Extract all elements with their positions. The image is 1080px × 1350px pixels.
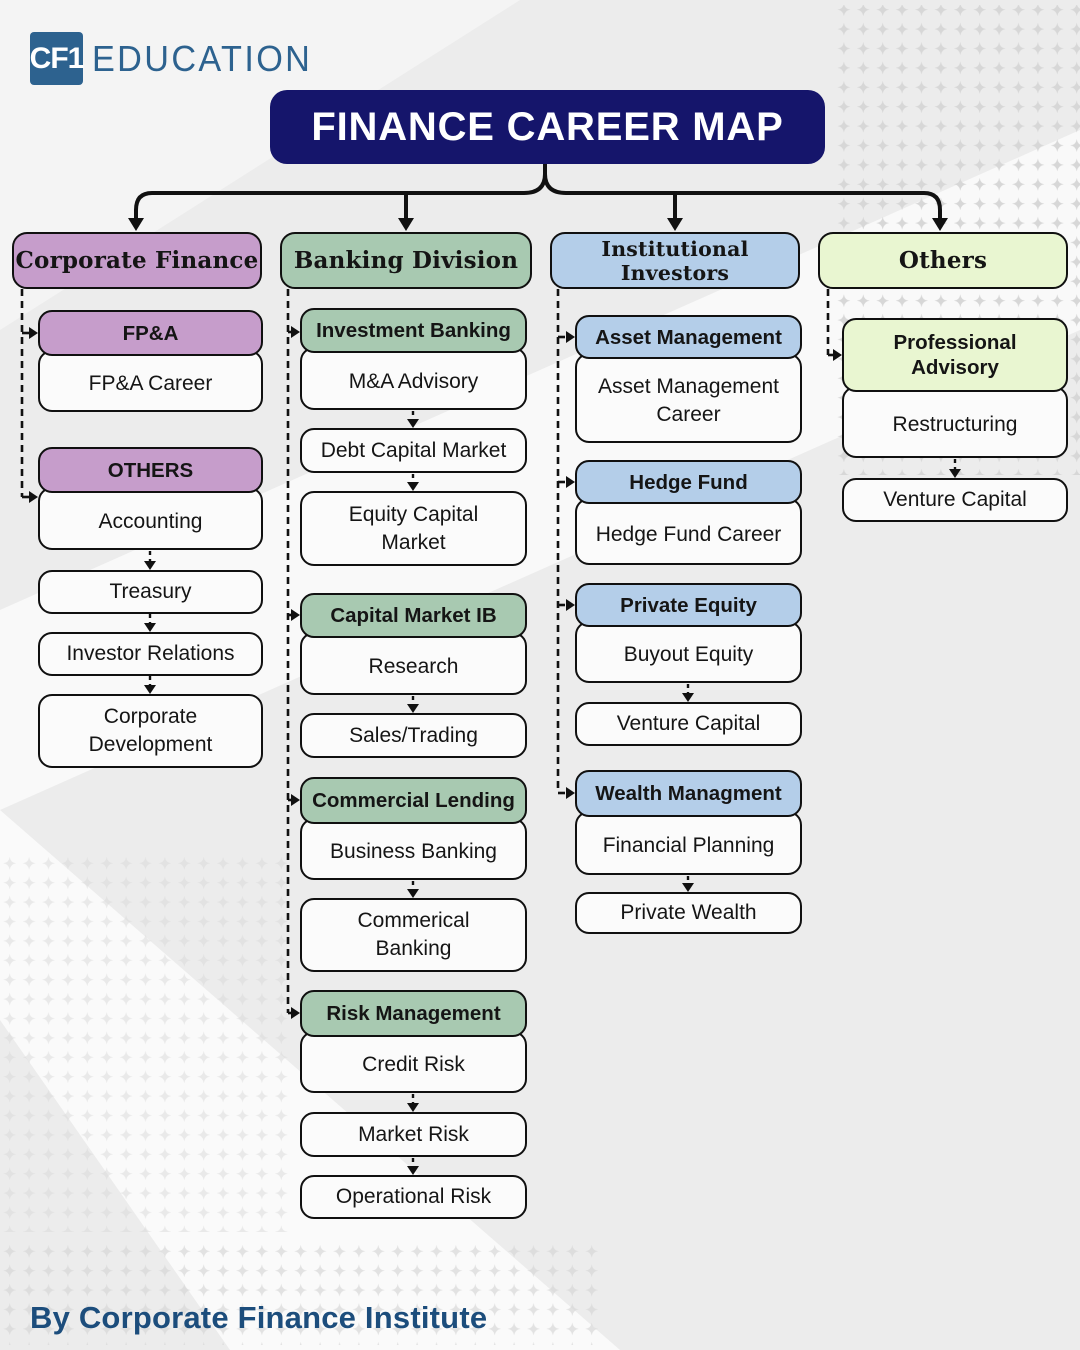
node-operational-risk: Operational Risk xyxy=(300,1175,527,1219)
node-asset-management-career: Asset Management Career xyxy=(575,353,802,443)
node-professional-advisory-header: Professional Advisory xyxy=(842,318,1068,392)
node-capital-market-ib-header: Capital Market IB xyxy=(300,593,527,638)
node-venture-capital-others: Venture Capital xyxy=(842,478,1068,522)
node-investor-relations: Investor Relations xyxy=(38,632,263,676)
node-others-header: OTHERS xyxy=(38,447,263,493)
node-credit-risk: Credit Risk xyxy=(300,1031,527,1093)
node-commercial-lending-header: Commercial Lending xyxy=(300,777,527,824)
node-accounting: Accounting xyxy=(38,487,263,550)
cfi-logo-wordmark: EDUCATION xyxy=(92,37,313,79)
node-equity-capital-market: Equity Capital Market xyxy=(300,491,527,566)
node-fpa-career: FP&A Career xyxy=(38,350,263,412)
node-treasury: Treasury xyxy=(38,570,263,614)
node-hedge-fund-header: Hedge Fund xyxy=(575,460,802,504)
cfi-logo-badge: CF1 xyxy=(30,32,84,85)
node-risk-management-header: Risk Management xyxy=(300,990,527,1037)
node-private-wealth: Private Wealth xyxy=(575,892,802,934)
page-title: FINANCE CAREER MAP xyxy=(270,90,825,164)
branch-corporate-finance: Corporate Finance xyxy=(12,232,262,289)
node-wealth-managment-header: Wealth Managment xyxy=(575,770,802,817)
node-ma-advisory: M&A Advisory xyxy=(300,347,527,410)
node-commerical-banking: Commerical Banking xyxy=(300,898,527,972)
node-research: Research xyxy=(300,632,527,695)
node-corporate-development: Corporate Development xyxy=(38,694,263,768)
cfi-logo: CF1 EDUCATION xyxy=(30,32,324,85)
node-private-equity-header: Private Equity xyxy=(575,583,802,627)
node-restructuring: Restructuring xyxy=(842,386,1068,458)
node-asset-management-header: Asset Management xyxy=(575,315,802,359)
node-hedge-fund-career: Hedge Fund Career xyxy=(575,498,802,565)
footer-credit: By Corporate Finance Institute xyxy=(30,1300,488,1335)
node-venture-capital-pe: Venture Capital xyxy=(575,702,802,746)
branch-banking-division: Banking Division xyxy=(280,232,532,289)
node-investment-banking-header: Investment Banking xyxy=(300,308,527,353)
node-sales-trading: Sales/Trading xyxy=(300,713,527,758)
node-debt-capital-market: Debt Capital Market xyxy=(300,428,527,473)
node-fpa-header: FP&A xyxy=(38,310,263,356)
node-market-risk: Market Risk xyxy=(300,1112,527,1157)
branch-institutional-investors: Institutional Investors xyxy=(550,232,800,289)
node-financial-planning: Financial Planning xyxy=(575,811,802,875)
branch-others: Others xyxy=(818,232,1068,289)
node-business-banking: Business Banking xyxy=(300,818,527,880)
node-buyout-equity: Buyout Equity xyxy=(575,621,802,683)
